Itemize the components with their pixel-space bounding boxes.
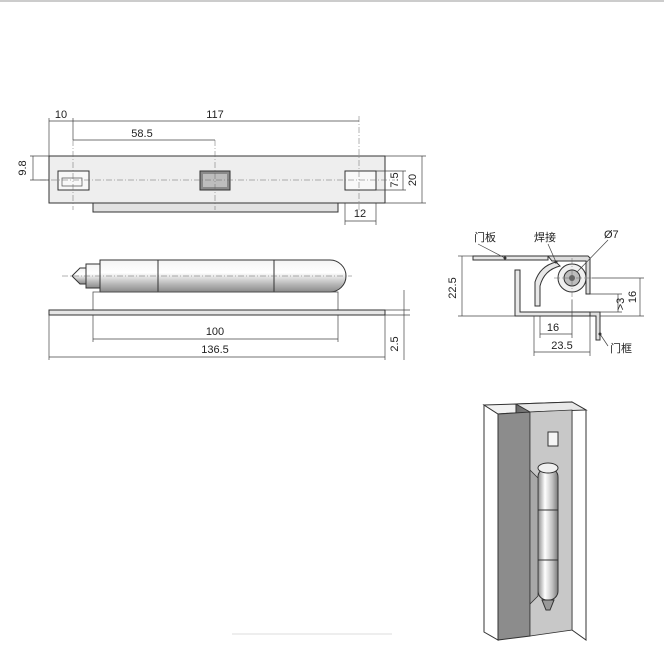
label-door-frame: 门框 <box>610 341 632 355</box>
dim-10-label: 10 <box>55 109 67 121</box>
iso-hinge-barrel <box>537 467 559 601</box>
leader-door-panel <box>477 243 506 259</box>
welded-bracket <box>546 255 591 295</box>
top-plate-lip <box>92 202 339 213</box>
dim-2-5-label: 2.5 <box>389 336 401 351</box>
isometric-view <box>482 401 588 641</box>
curved-leaf <box>534 261 561 307</box>
leader-dia7 <box>576 239 609 273</box>
dim-16-horizontal-label: 16 <box>547 322 559 334</box>
dim-20-label: 20 <box>407 174 419 186</box>
dim-100-label: 100 <box>206 326 224 338</box>
slot-center-inner <box>203 174 227 187</box>
dim-23-5-label: 23.5 <box>551 340 572 352</box>
dim-9-8-label: 9.8 <box>17 160 29 175</box>
slot-right <box>344 170 377 191</box>
dim-58-5-label: 58.5 <box>131 128 152 140</box>
side-plate <box>48 309 386 316</box>
dim-117-label: 117 <box>206 109 224 121</box>
dim-22-5-label: 22.5 <box>447 277 459 298</box>
dim-gt3-label: >3 <box>615 298 627 311</box>
slot-left-detail <box>61 177 83 187</box>
label-weld: 焊接 <box>534 230 556 244</box>
door-panel-section <box>472 255 549 261</box>
iso-inner-wall <box>497 411 531 641</box>
door-frame-section <box>589 311 601 341</box>
dim-7-5-label: 7.5 <box>389 172 401 187</box>
dim-136-5-label: 136.5 <box>201 344 229 356</box>
leader-door-frame <box>599 333 609 347</box>
iso-frame-face <box>571 401 587 641</box>
iso-slot-top <box>547 431 559 447</box>
iso-pin-tip <box>541 599 555 611</box>
leader-weld <box>547 243 557 263</box>
dim-12-label: 12 <box>354 208 366 220</box>
slot-left <box>57 170 90 191</box>
top-view: 10 117 58.5 9.8 7.5 20 12 <box>17 109 426 225</box>
label-dia7: Ø7 <box>604 229 619 241</box>
iso-door-panel <box>483 404 499 641</box>
iso-barrel-top <box>537 462 559 474</box>
side-leaf <box>92 291 339 311</box>
section-view: 门板 焊接 Ø7 门框 22.5 16 >3 16 23.5 <box>447 229 644 356</box>
side-view: 100 136.5 2.5 <box>48 259 410 360</box>
dim-16-vertical-label: 16 <box>627 291 639 303</box>
label-door-panel: 门板 <box>474 230 496 244</box>
